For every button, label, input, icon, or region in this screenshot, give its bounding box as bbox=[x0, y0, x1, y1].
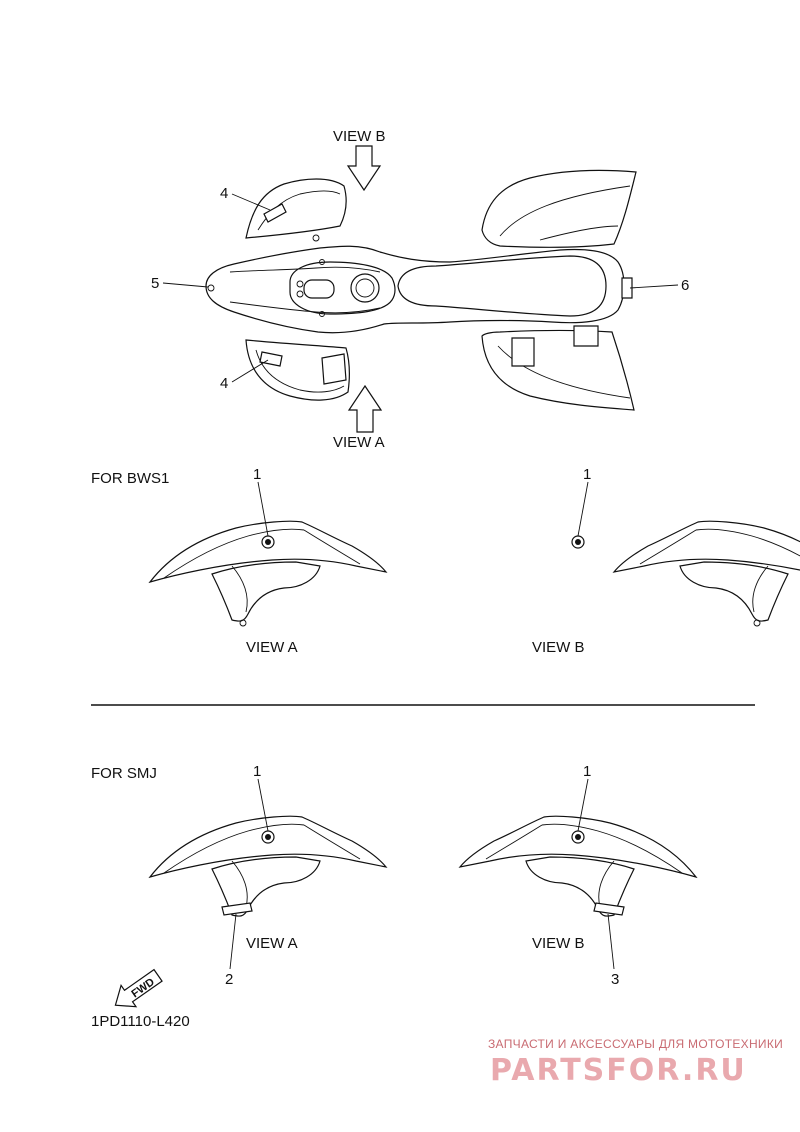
smj-view-b-label: VIEW B bbox=[532, 935, 585, 952]
callout-1-smj-b: 1 bbox=[583, 763, 591, 780]
emblem-5 bbox=[207, 284, 215, 292]
watermark-logo: PARTSFOR.RU bbox=[490, 1053, 747, 1088]
front-fender-lower bbox=[245, 339, 350, 401]
bws1-view-b-fender bbox=[571, 520, 800, 627]
leader-2 bbox=[229, 913, 237, 970]
decal-4-lower bbox=[259, 351, 283, 367]
callout-4-top: 4 bbox=[220, 185, 228, 202]
callout-6: 6 bbox=[681, 277, 689, 294]
tank-area bbox=[289, 261, 396, 315]
smj-a-emblem-1-dot bbox=[265, 834, 271, 840]
bws1-view-a-label: VIEW A bbox=[246, 639, 298, 656]
fuel-cap bbox=[350, 273, 380, 303]
rear-fender-lower-panel-2 bbox=[573, 325, 599, 347]
bolt-2 bbox=[296, 290, 304, 298]
callout-2: 2 bbox=[225, 971, 233, 988]
rear-fender-upper-crease-2 bbox=[539, 225, 619, 241]
smj-view-a-label: VIEW A bbox=[246, 935, 298, 952]
front-fender-lower-panel bbox=[321, 353, 347, 385]
rear-fender-lower-crease bbox=[497, 345, 631, 399]
smj-b-crease-2 bbox=[485, 824, 543, 860]
smj-a-fender-top bbox=[148, 815, 388, 879]
bws1-a-crease-2 bbox=[303, 529, 361, 565]
smj-view-b-fender bbox=[458, 815, 698, 917]
diagram-code: 1PD1110-L420 bbox=[91, 1013, 190, 1030]
seat bbox=[397, 255, 607, 317]
smj-b-fender-top bbox=[458, 815, 698, 879]
smj-a-crease-2 bbox=[303, 824, 361, 860]
fwd-arrow-icon: FWD bbox=[114, 968, 163, 1008]
smj-b-decal-3 bbox=[593, 902, 625, 916]
section-bws1-label: FOR BWS1 bbox=[91, 470, 169, 487]
bolt-4 bbox=[319, 311, 325, 317]
smj-b-emblem-1-dot bbox=[575, 834, 581, 840]
callout-3: 3 bbox=[611, 971, 619, 988]
leader-6 bbox=[629, 284, 679, 289]
smj-b-crease-3 bbox=[598, 860, 615, 908]
watermark-line1: ЗАПЧАСТИ И АКСЕССУАРЫ ДЛЯ МОТОТЕХНИКИ bbox=[488, 1037, 783, 1051]
front-fender-upper bbox=[245, 178, 347, 239]
view-b-top-label: VIEW B bbox=[333, 128, 386, 145]
callout-4-bottom: 4 bbox=[220, 375, 228, 392]
rear-fender-lower-panel-1 bbox=[511, 337, 535, 367]
bws1-view-b-label: VIEW B bbox=[532, 639, 585, 656]
bws1-b-crease-1 bbox=[695, 528, 800, 557]
bolt-3 bbox=[319, 259, 325, 265]
body-outline bbox=[205, 245, 625, 334]
body-crease-top bbox=[229, 266, 381, 273]
bws1-a-fender-top bbox=[148, 520, 388, 584]
leader-4-bottom bbox=[231, 359, 269, 383]
atv-top-view: VIEW B VIEW A bbox=[151, 128, 689, 451]
front-fender-lower-crease bbox=[255, 349, 345, 393]
view-b-arrow-icon bbox=[346, 145, 382, 192]
smj-b-crease-1 bbox=[541, 823, 683, 874]
callout-1-bws1-a: 1 bbox=[253, 466, 261, 483]
bolt-5 bbox=[312, 234, 320, 242]
view-a-arrow-icon bbox=[347, 384, 383, 433]
leader-5 bbox=[162, 282, 209, 288]
section-smj-label: FOR SMJ bbox=[91, 765, 157, 782]
leader-1-smj-b bbox=[577, 778, 589, 832]
handlebar-mount bbox=[303, 279, 335, 299]
callout-5: 5 bbox=[151, 275, 159, 292]
leader-4-top bbox=[231, 193, 271, 211]
rear-fender-lower bbox=[481, 329, 635, 411]
decal-6 bbox=[621, 277, 633, 299]
bws1-b-crease-3 bbox=[752, 565, 769, 613]
smj-a-crease-3 bbox=[231, 860, 248, 908]
bws1-a-crease-3 bbox=[231, 565, 248, 613]
leader-1-bws1-a bbox=[257, 481, 269, 537]
fuel-cap-inner bbox=[355, 278, 375, 298]
view-a-top-label: VIEW A bbox=[333, 434, 385, 451]
bws1-a-bolt bbox=[239, 619, 247, 627]
rear-fender-upper bbox=[481, 169, 637, 248]
callout-1-smj-a: 1 bbox=[253, 763, 261, 780]
bws1-a-crease-1 bbox=[163, 528, 305, 579]
bolt-1 bbox=[296, 280, 304, 288]
bws1-view-a-fender: 1 VIEW A bbox=[148, 466, 388, 656]
leader-3 bbox=[607, 913, 615, 970]
leader-1-bws1-b bbox=[577, 481, 589, 537]
rear-fender-upper-crease bbox=[499, 185, 631, 237]
decal-4-upper bbox=[263, 203, 287, 223]
bws1-a-fender-side bbox=[211, 561, 321, 622]
bws1-b-bolt bbox=[753, 619, 761, 627]
bws1-b-crease-2 bbox=[639, 529, 697, 565]
bws1-a-emblem-1-dot bbox=[265, 539, 271, 545]
smj-view-a-fender bbox=[148, 815, 388, 917]
leader-1-smj-a bbox=[257, 778, 269, 832]
bws1-b-emblem-1-dot bbox=[575, 539, 581, 545]
callout-1-bws1-b: 1 bbox=[583, 466, 591, 483]
bws1-b-fender-top bbox=[612, 520, 800, 573]
smj-a-crease-1 bbox=[163, 823, 305, 874]
body-crease-bottom bbox=[229, 301, 381, 314]
bws1-b-fender-side bbox=[679, 561, 789, 622]
smj-a-decal-2 bbox=[221, 902, 253, 916]
